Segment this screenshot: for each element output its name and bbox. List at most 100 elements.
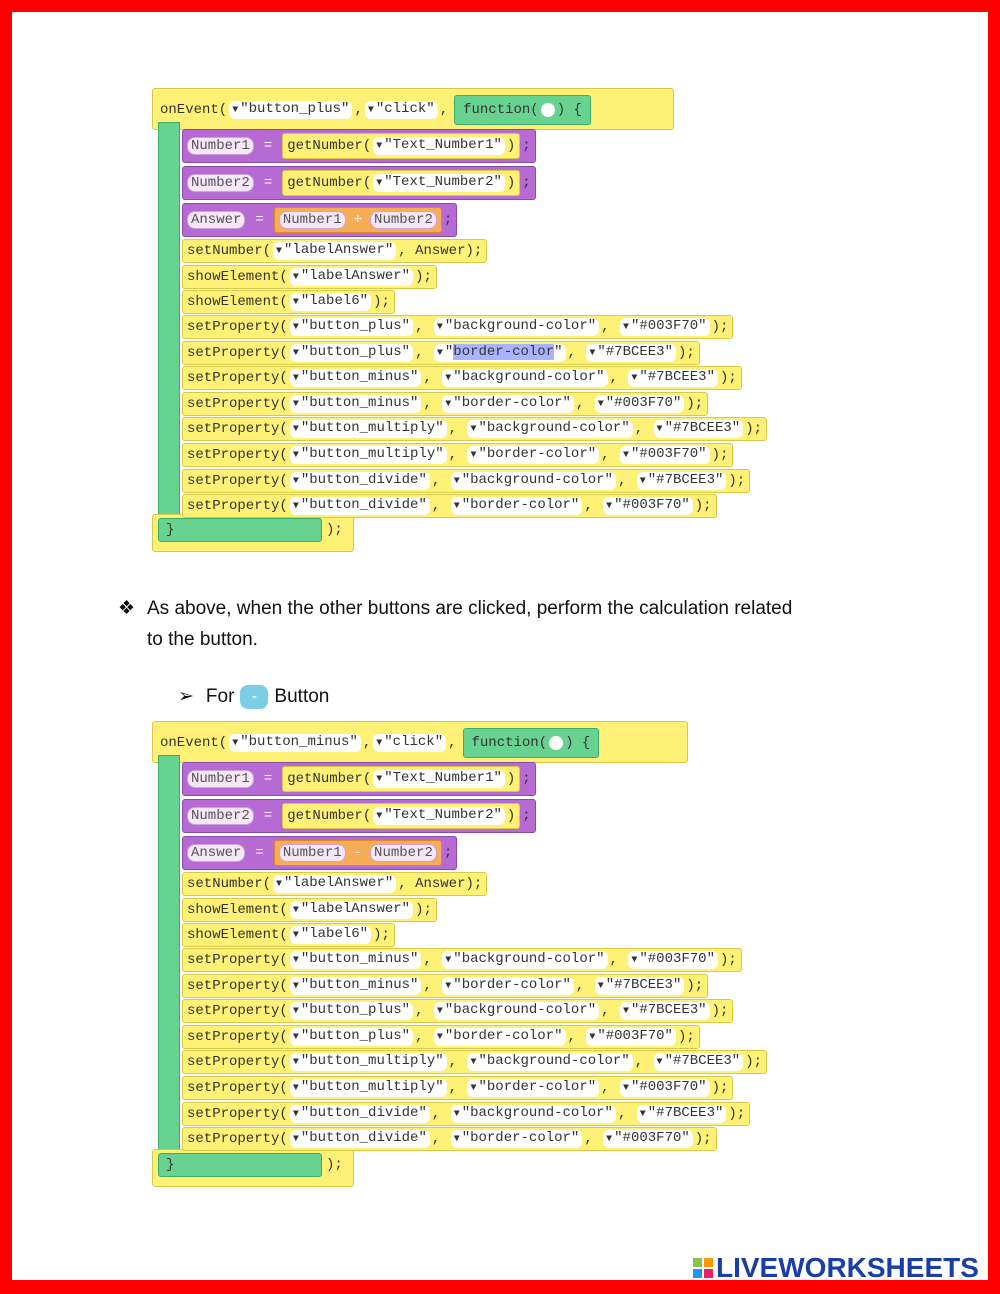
element-id-dropdown[interactable]: ▼"button_minus" (289, 369, 422, 388)
liveworksheets-logo: LIVEWORKSHEETS (692, 1252, 979, 1284)
element-dropdown[interactable]: ▼"button_plus" (229, 101, 353, 119)
setnumber-statement[interactable]: setNumber(▼"labelAnswer", Answer); (182, 239, 488, 263)
value-dropdown[interactable]: ▼"#003F70" (619, 318, 710, 336)
setproperty-statement[interactable]: setProperty(▼"button_divide", ▼"backgrou… (182, 468, 751, 493)
setproperty-statement[interactable]: setProperty(▼"button_plus", ▼"border-col… (182, 1024, 700, 1049)
dropdown-arrow-icon: ▼ (631, 373, 638, 385)
setproperty-statement[interactable]: setProperty(▼"button_multiply", ▼"backgr… (182, 1050, 767, 1075)
property-dropdown[interactable]: ▼"border-color" (450, 497, 583, 516)
element-id-dropdown[interactable]: ▼"button_divide" (289, 1130, 430, 1149)
property-dropdown[interactable]: ▼"border-color" (442, 394, 574, 413)
value-dropdown[interactable]: ▼"#003F70" (619, 1079, 710, 1097)
element-id-dropdown[interactable]: ▼"button_divide" (289, 1104, 430, 1123)
element-id-dropdown[interactable]: ▼"button_plus" (289, 1027, 414, 1046)
assign-number2[interactable]: Number2= getNumber(▼"Text_Number2"); (182, 166, 536, 200)
element-id-dropdown[interactable]: ▼"button_plus" (289, 1002, 414, 1021)
element-id-dropdown[interactable]: ▼"button_divide" (289, 471, 430, 490)
property-dropdown[interactable]: ▼"background-color" (442, 951, 608, 969)
property-dropdown[interactable]: ▼"background-color" (433, 318, 600, 336)
value-dropdown[interactable]: ▼"#7BCEE3" (636, 1104, 727, 1123)
element-id-dropdown[interactable]: ▼"button_minus" (289, 951, 422, 969)
setproperty-statement[interactable]: setProperty(▼"button_plus", ▼"background… (182, 999, 734, 1024)
getnumber-call[interactable]: getNumber(▼"Text_Number1") (282, 133, 521, 159)
property-dropdown[interactable]: ▼"background-color" (467, 420, 633, 439)
math-expression[interactable]: Number1-Number2 (273, 840, 442, 866)
function-block[interactable]: function() { (454, 95, 591, 125)
showelement-statement[interactable]: showElement(▼"labelAnswer"); (182, 898, 437, 922)
assign-number1[interactable]: Number1= getNumber(▼"Text_Number1"); (182, 129, 536, 163)
event-body-bar (158, 122, 180, 544)
property-dropdown[interactable]: ▼"background-color" (467, 1053, 633, 1072)
setproperty-statement[interactable]: setProperty(▼"button_plus", ▼"background… (182, 315, 734, 339)
setproperty-statement[interactable]: setProperty(▼"button_minus", ▼"border-co… (182, 391, 709, 416)
setproperty-statement[interactable]: setProperty(▼"button_multiply", ▼"border… (182, 443, 734, 467)
element-id-dropdown[interactable]: ▼"button_multiply" (289, 1079, 447, 1097)
property-dropdown[interactable]: ▼"background-color" (450, 471, 616, 490)
value-dropdown[interactable]: ▼"#003F70" (586, 1027, 676, 1046)
sub-bullet-for: For (205, 686, 235, 707)
element-id-dropdown[interactable]: ▼"button_multiply" (289, 1053, 447, 1072)
property-dropdown[interactable]: ▼"background-color" (442, 369, 608, 388)
value-dropdown[interactable]: ▼"#003F70" (628, 951, 718, 969)
element-id-dropdown[interactable]: ▼"button_plus" (289, 343, 414, 362)
element-id-dropdown[interactable]: ▼"button_minus" (289, 394, 422, 413)
element-dropdown[interactable]: ▼"button_minus" (229, 734, 361, 752)
property-dropdown[interactable]: ▼"border-color" (442, 976, 574, 995)
value-dropdown[interactable]: ▼"#7BCEE3" (586, 343, 676, 362)
property-dropdown[interactable]: ▼"border-color" (433, 1027, 566, 1046)
instruction-text-line1: As above, when the other buttons are cli… (147, 598, 793, 619)
value-dropdown[interactable]: ▼"#7BCEE3" (619, 1002, 710, 1021)
getnumber-call[interactable]: getNumber(▼"Text_Number1") (282, 766, 521, 792)
dropdown-arrow-icon: ▼ (436, 322, 443, 333)
getnumber-call[interactable]: getNumber(▼"Text_Number2") (282, 170, 521, 196)
event-type-dropdown[interactable]: ▼"click" (364, 101, 438, 119)
setnumber-statement[interactable]: setNumber(▼"labelAnswer", Answer); (182, 872, 488, 896)
property-dropdown[interactable]: ▼"border-color" (433, 343, 566, 362)
param-slot[interactable] (540, 103, 555, 117)
instruction-bullet: ❖ (118, 594, 135, 624)
assign-number1[interactable]: Number1= getNumber(▼"Text_Number1"); (182, 762, 536, 796)
value-dropdown[interactable]: ▼"#003F70" (619, 446, 710, 464)
setproperty-statement[interactable]: setProperty(▼"button_multiply", ▼"border… (182, 1076, 734, 1100)
element-id-dropdown[interactable]: ▼"button_multiply" (289, 446, 447, 464)
value-dropdown[interactable]: ▼"#7BCEE3" (653, 1053, 744, 1072)
param-slot[interactable] (549, 736, 564, 750)
property-dropdown[interactable]: ▼"border-color" (467, 1079, 600, 1097)
showelement-statement[interactable]: showElement(▼"labelAnswer"); (182, 265, 437, 289)
assign-answer[interactable]: Answer= Number1-Number2; (182, 836, 458, 870)
value-dropdown[interactable]: ▼"#003F70" (594, 394, 685, 413)
property-dropdown[interactable]: ▼"border-color" (467, 446, 600, 464)
event-type-dropdown[interactable]: ▼"click" (373, 734, 447, 752)
property-dropdown[interactable]: ▼"border-color" (450, 1130, 583, 1149)
getnumber-call[interactable]: getNumber(▼"Text_Number2") (282, 803, 521, 829)
setproperty-statement[interactable]: setProperty(▼"button_minus", ▼"backgroun… (182, 948, 742, 972)
element-id-dropdown[interactable]: ▼"button_minus" (289, 976, 422, 995)
setproperty-statement[interactable]: setProperty(▼"button_plus", ▼"border-col… (182, 340, 700, 365)
value-dropdown[interactable]: ▼"#003F70" (603, 1130, 693, 1149)
element-id-dropdown[interactable]: ▼"button_plus" (289, 318, 414, 336)
dropdown-arrow-icon: ▼ (622, 1083, 629, 1094)
value-dropdown[interactable]: ▼"#7BCEE3" (594, 976, 685, 995)
element-id-dropdown[interactable]: ▼"button_divide" (289, 497, 430, 516)
setproperty-statement[interactable]: setProperty(▼"button_multiply", ▼"backgr… (182, 417, 767, 442)
setproperty-statement[interactable]: setProperty(▼"button_minus", ▼"border-co… (182, 973, 709, 998)
showelement-statement[interactable]: showElement(▼"label6"); (182, 923, 395, 947)
assign-answer[interactable]: Answer= Number1+Number2; (182, 203, 458, 237)
assign-number2[interactable]: Number2= getNumber(▼"Text_Number2"); (182, 799, 536, 833)
setproperty-statement[interactable]: setProperty(▼"button_minus", ▼"backgroun… (182, 366, 742, 391)
dropdown-arrow-icon: ▼ (292, 955, 299, 966)
setproperty-statement[interactable]: setProperty(▼"button_divide", ▼"backgrou… (182, 1101, 751, 1126)
value-dropdown[interactable]: ▼"#7BCEE3" (653, 420, 744, 439)
setproperty-statement[interactable]: setProperty(▼"button_divide", ▼"border-c… (182, 494, 717, 519)
setproperty-statement[interactable]: setProperty(▼"button_divide", ▼"border-c… (182, 1127, 717, 1152)
element-id-dropdown[interactable]: ▼"button_multiply" (289, 420, 447, 439)
property-dropdown[interactable]: ▼"background-color" (433, 1002, 600, 1021)
dropdown-arrow-icon: ▼ (232, 738, 239, 749)
showelement-statement[interactable]: showElement(▼"label6"); (182, 290, 395, 314)
math-expression[interactable]: Number1+Number2 (273, 207, 442, 233)
value-dropdown[interactable]: ▼"#7BCEE3" (636, 471, 727, 490)
property-dropdown[interactable]: ▼"background-color" (450, 1104, 616, 1123)
value-dropdown[interactable]: ▼"#003F70" (603, 497, 693, 516)
value-dropdown[interactable]: ▼"#7BCEE3" (628, 369, 718, 388)
function-block[interactable]: function() { (462, 728, 600, 758)
